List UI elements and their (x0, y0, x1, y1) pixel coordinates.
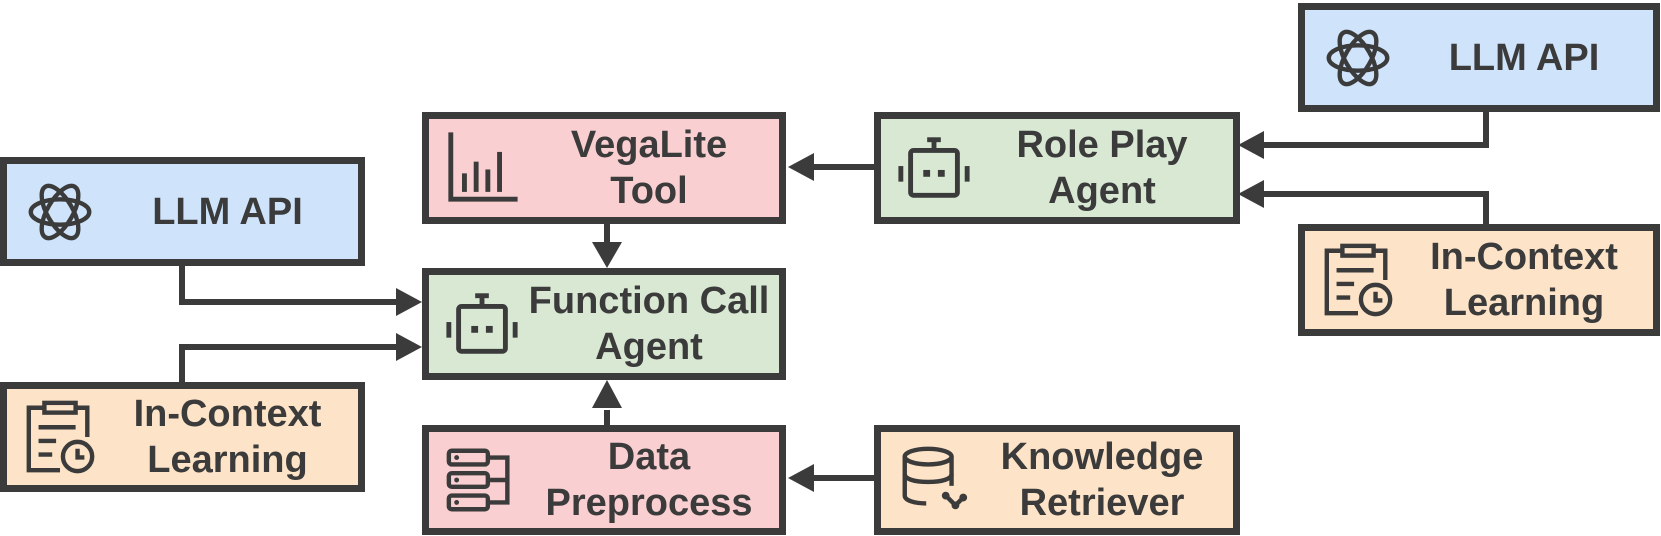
arrowhead (788, 153, 814, 181)
arrowhead (1238, 131, 1264, 159)
robot-icon (443, 285, 521, 363)
bar-chart-icon (443, 129, 521, 207)
function-call-agent-node: Function Call Agent (422, 268, 786, 380)
edge-llm-api-right-to-role-play-agent (1262, 109, 1489, 148)
in-context-right-node: In-Context Learning (1298, 224, 1660, 336)
node-label: In-Context Learning (133, 393, 322, 481)
server-stack-icon (443, 441, 521, 519)
arrowhead (788, 464, 814, 492)
arrowhead (396, 333, 422, 361)
in-context-left-node: In-Context Learning (0, 382, 365, 492)
role-play-agent-node: Role Play Agent (874, 112, 1240, 224)
database-icon (895, 441, 973, 519)
arrowhead (592, 242, 622, 268)
data-preprocess-node: Data Preprocess (422, 425, 786, 535)
robot-icon (895, 129, 973, 207)
node-label: VegaLite Tool (570, 124, 728, 212)
arrowhead (396, 288, 422, 316)
openai-logo-icon (1319, 19, 1397, 97)
node-label: Role Play Agent (1016, 124, 1188, 212)
llm-api-right-node: LLM API (1298, 3, 1660, 112)
arrowhead (592, 380, 622, 408)
knowledge-retriever-node: Knowledge Retriever (874, 425, 1240, 535)
node-label: LLM API (152, 190, 303, 233)
edge-in-context-right-to-role-play-agent (1262, 191, 1489, 224)
edge-llm-api-left-to-function-call-agent (179, 263, 398, 305)
clipboard-clock-icon (1319, 241, 1397, 319)
openai-logo-icon (21, 173, 99, 251)
llm-api-left-node: LLM API (0, 157, 365, 266)
node-label: Function Call Agent (528, 280, 770, 368)
node-label: Knowledge Retriever (1000, 436, 1204, 524)
clipboard-clock-icon (21, 398, 99, 476)
vegalite-tool-node: VegaLite Tool (422, 112, 786, 224)
node-label: In-Context Learning (1430, 236, 1618, 324)
node-label: Data Preprocess (545, 436, 753, 524)
edge-in-context-left-to-function-call-agent (179, 344, 398, 382)
node-label: LLM API (1448, 36, 1600, 79)
arrowhead (1238, 180, 1264, 208)
